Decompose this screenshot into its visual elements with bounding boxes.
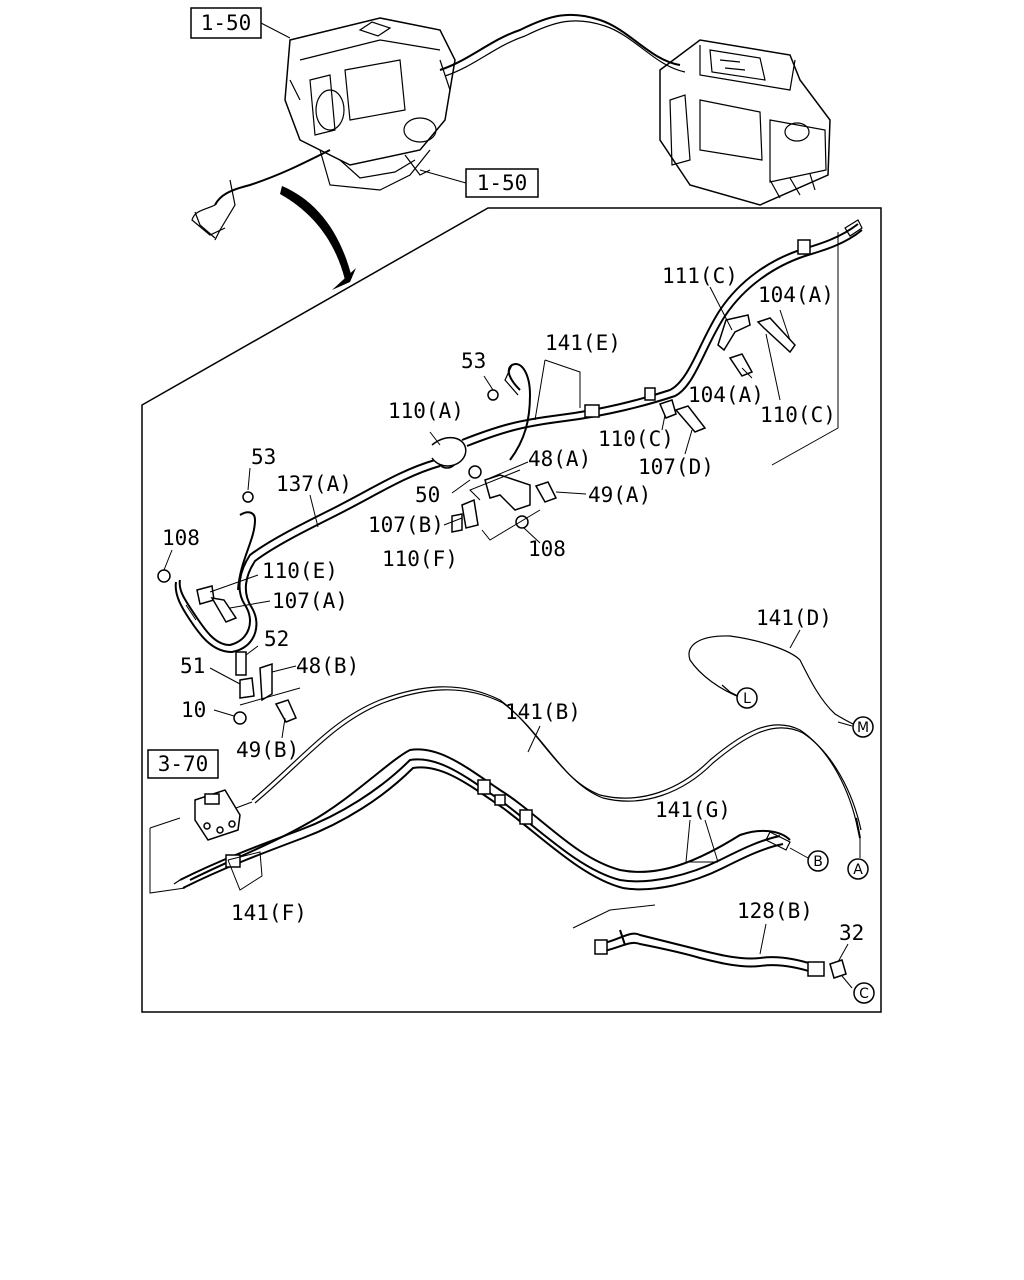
connector-letter: L [743, 691, 751, 707]
hose-141F-141G [173, 748, 791, 891]
callout-32: 32 [839, 921, 864, 945]
pipe-128B [594, 929, 825, 977]
connector-L: L [736, 687, 758, 709]
callout-110C: 110(C) [598, 427, 674, 451]
callout-48A: 48(A) [528, 447, 591, 471]
callout-107D: 107(D) [638, 455, 714, 479]
detail-frame [141, 207, 882, 1013]
reference-label: 1-50 [201, 11, 252, 35]
callout-107B: 107(B) [368, 513, 444, 537]
hose-141B [251, 686, 862, 839]
callout-51: 51 [180, 654, 205, 678]
callout-111C: 111(C) [662, 264, 738, 288]
callout-49B: 49(B) [236, 738, 299, 762]
hose-141D [688, 635, 859, 727]
connector-B: B [807, 850, 829, 872]
callout-110A: 110(A) [388, 399, 464, 423]
heater-unit-left [284, 17, 456, 191]
callout-108: 108 [162, 526, 200, 550]
connector-letter: C [859, 986, 869, 1002]
reference-label: 1-50 [477, 171, 528, 195]
connector-letter: M [857, 720, 869, 736]
connector-letter: A [853, 862, 863, 878]
reference-label: 3-70 [158, 752, 209, 776]
heater-unit-right [659, 39, 831, 206]
callout-53: 53 [461, 349, 486, 373]
reference-box-mid: 1-50 [419, 168, 539, 198]
callout-10: 10 [181, 698, 206, 722]
callout-50: 50 [415, 483, 440, 507]
callout-104A: 104(A) [758, 283, 834, 307]
callout-110E: 110(E) [262, 559, 338, 583]
callout-49A: 49(A) [588, 483, 651, 507]
callout-48B: 48(B) [296, 654, 359, 678]
callout-141F: 141(F) [231, 901, 307, 925]
reference-box-top: 1-50 [190, 7, 291, 39]
callout-141E: 141(E) [545, 331, 621, 355]
callout-52: 52 [264, 627, 289, 651]
callout-labels: 111(C) 104(A) 141(E) 53 104(A) 110(A) 11… [162, 264, 864, 945]
callout-128B: 128(B) [737, 899, 813, 923]
hardware-parts [157, 314, 847, 979]
callout-104A: 104(A) [688, 383, 764, 407]
connector-A: A [847, 858, 869, 880]
leader-lines [163, 286, 861, 989]
callout-141D: 141(D) [756, 606, 832, 630]
guide-lines [149, 232, 839, 929]
connector-M: M [852, 716, 874, 738]
callout-107A: 107(A) [272, 589, 348, 613]
callout-110F: 110(F) [382, 547, 458, 571]
callout-141B: 141(B) [505, 700, 581, 724]
callout-108: 108 [528, 537, 566, 561]
top-tubes [191, 13, 686, 241]
callout-137A: 137(A) [276, 472, 352, 496]
reference-box-valve: 3-70 [147, 749, 219, 779]
valve-3-70 [194, 789, 241, 841]
callout-53: 53 [251, 445, 276, 469]
connector-C: C [853, 982, 875, 1004]
hose-141E [461, 219, 863, 461]
connector-letter: B [813, 854, 823, 870]
zoom-arrow [280, 186, 352, 280]
callout-110C: 110(C) [760, 403, 836, 427]
callout-141G: 141(G) [655, 798, 731, 822]
